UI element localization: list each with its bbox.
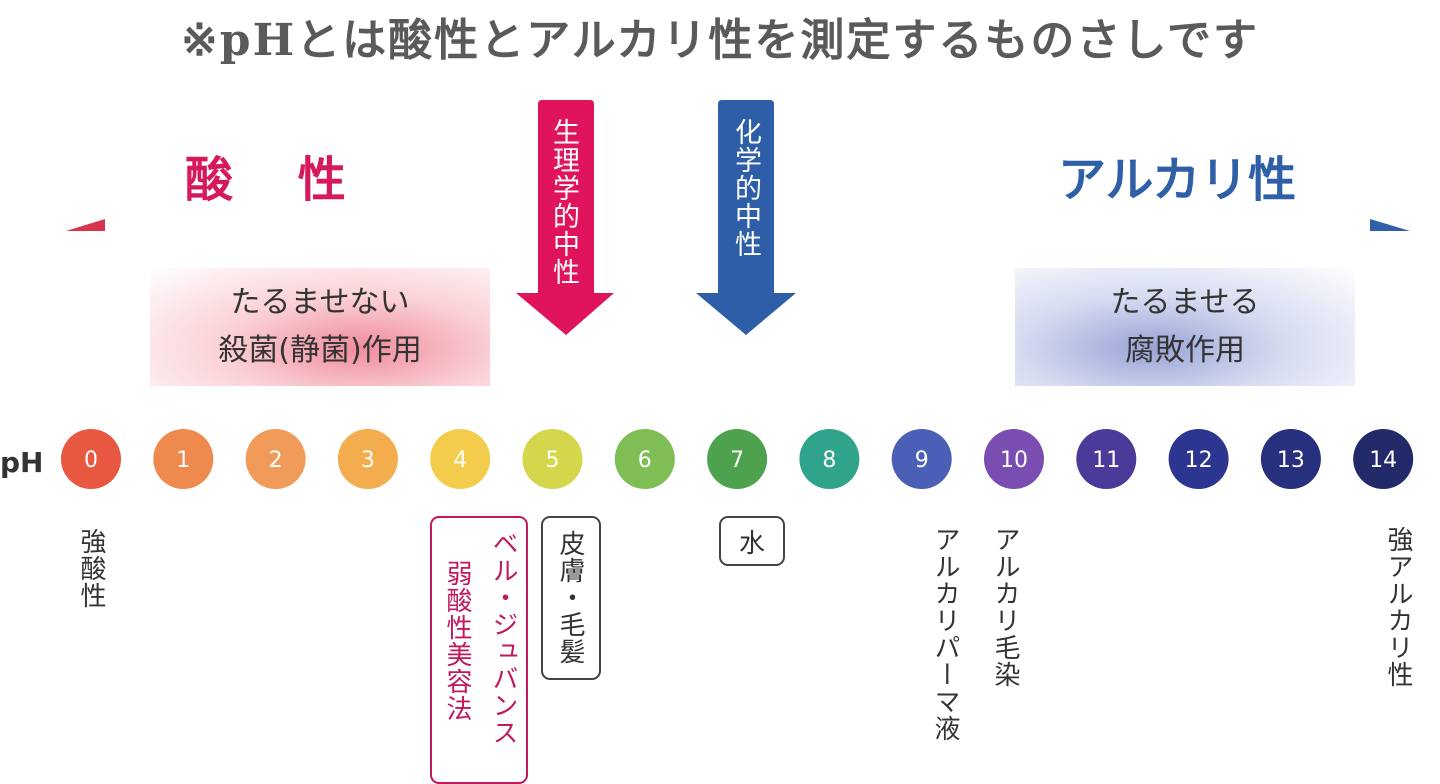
ph-circle-1 <box>153 429 214 489</box>
ph-circle-6 <box>614 429 675 489</box>
ph-circle-2 <box>245 429 306 489</box>
acid-label: 酸 性 <box>185 152 370 208</box>
ph-value-13: 13 <box>1277 448 1305 473</box>
ph-value-8: 8 <box>822 448 836 473</box>
ph-circle-13 <box>1260 429 1321 489</box>
alkaline-effect-panel: たるませる 腐敗作用 <box>1015 268 1355 386</box>
bel-juvence-label: ベル・ジュバンス <box>488 530 518 746</box>
ph-value-5: 5 <box>546 448 560 473</box>
ph-value-7: 7 <box>730 448 744 473</box>
physiological-neutral-text: 生理学的中性 <box>548 118 579 286</box>
ph-value-9: 9 <box>915 448 929 473</box>
alkaline-dye-label: アルカリ毛染 <box>990 526 1020 688</box>
acid-effect-panel: たるませない 殺菌(静菌)作用 <box>150 268 490 386</box>
ph-value-3: 3 <box>361 448 375 473</box>
chemical-neutral-arrow <box>696 100 796 335</box>
acid-effect-line2: 殺菌(静菌)作用 <box>218 333 422 368</box>
ph-circle-12 <box>1168 429 1229 489</box>
ph-value-11: 11 <box>1092 448 1120 473</box>
ph-circle-7 <box>707 429 768 489</box>
alkaline-label: アルカリ性 <box>1058 152 1297 208</box>
water-box: 水 <box>719 516 785 566</box>
strong-acid-label: 強酸性 <box>76 528 106 609</box>
water-label: 水 <box>738 528 765 559</box>
axis-right-arrowhead <box>1370 219 1410 231</box>
ph-circle-4 <box>430 429 491 489</box>
ph-circle-5 <box>522 429 583 489</box>
ph-value-4: 4 <box>453 448 467 473</box>
ph-value-10: 10 <box>1000 448 1028 473</box>
ph-circle-8 <box>799 429 860 489</box>
ph-circle-10 <box>984 429 1044 489</box>
ph-circle-3 <box>337 429 398 489</box>
skin-hair-label: 皮膚・毛髪 <box>555 530 585 665</box>
strong-alkaline-label: 強アルカリ性 <box>1383 526 1413 688</box>
ph-circle-14 <box>1353 429 1414 489</box>
ph-value-0: 0 <box>84 448 98 473</box>
ph-value-12: 12 <box>1185 448 1213 473</box>
bel-juvence-box: ベル・ジュバンス 弱酸性美容法 <box>430 516 528 784</box>
ph-circle-9 <box>891 429 952 489</box>
alkaline-perm-label: アルカリパーマ液 <box>930 526 960 742</box>
page-title: ※pHとは酸性とアルカリ性を測定するものさしです <box>180 15 1260 66</box>
ph-value-2: 2 <box>269 448 283 473</box>
axis-left-arrowhead <box>66 219 105 231</box>
skin-hair-box: 皮膚・毛髪 <box>541 516 601 680</box>
physiological-neutral-arrow <box>516 100 614 335</box>
ph-value-14: 14 <box>1369 448 1397 473</box>
ph-value-6: 6 <box>638 448 652 473</box>
ph-circle-0 <box>61 429 121 489</box>
ph-value-1: 1 <box>176 448 190 473</box>
chemical-neutral-text: 化学的中性 <box>730 118 761 258</box>
alkaline-effect-line2: 腐敗作用 <box>1125 333 1245 368</box>
acid-effect-line1: たるませない <box>230 285 410 320</box>
alkaline-effect-line1: たるませる <box>1110 285 1260 320</box>
weak-acid-beauty-label: 弱酸性美容法 <box>442 560 472 722</box>
ph-circle-11 <box>1076 429 1137 489</box>
ph-label: pH <box>0 446 44 479</box>
